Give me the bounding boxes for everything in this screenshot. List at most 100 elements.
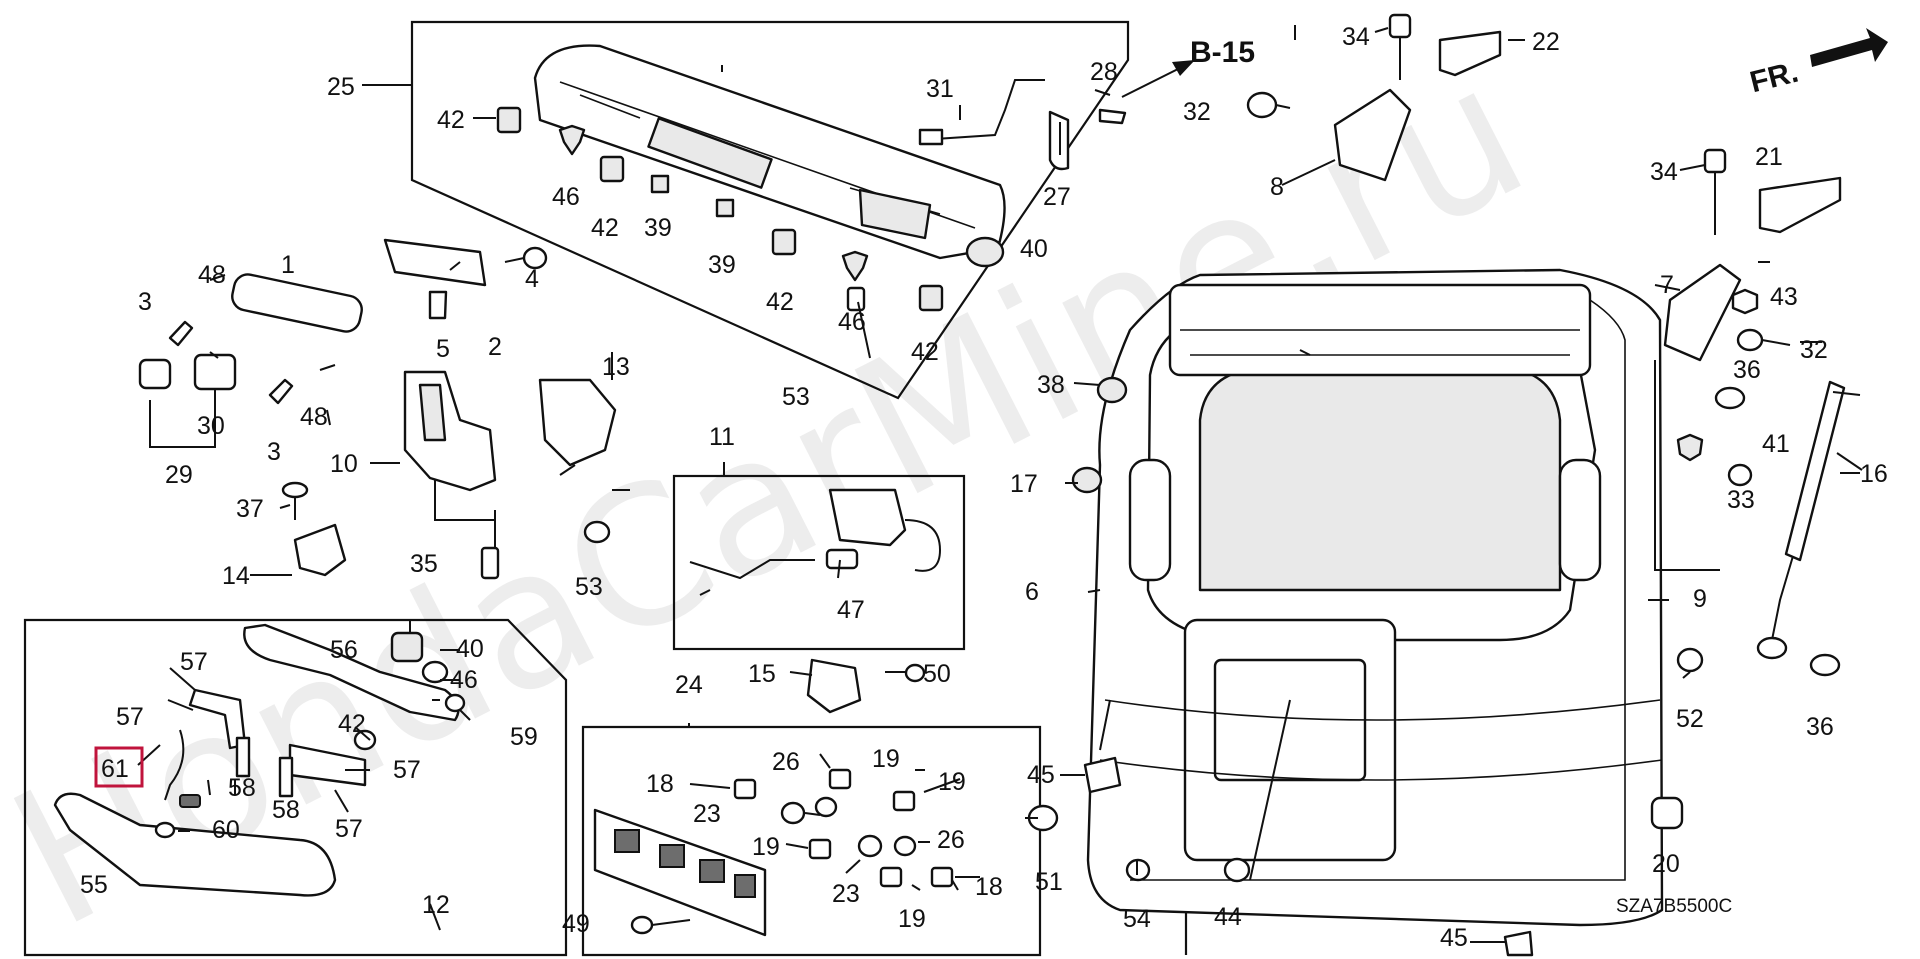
tailgate-assembly (1086, 268, 1664, 927)
callout-50: 50 (923, 660, 951, 688)
callout-16: 16 (1860, 460, 1888, 488)
callout-20: 20 (1652, 850, 1680, 878)
callout-36: 36 (1806, 713, 1834, 741)
callout-57: 57 (116, 703, 144, 731)
callout-43: 43 (1770, 283, 1798, 311)
callout-42: 42 (766, 288, 794, 316)
callout-46: 46 (450, 666, 478, 694)
callout-19: 19 (898, 905, 926, 933)
callout-57: 57 (180, 648, 208, 676)
callout-41: 41 (1762, 430, 1790, 458)
latch-parts (281, 286, 866, 580)
callout-40: 40 (1020, 235, 1048, 263)
group-box-25 (410, 20, 1130, 400)
group-box-24 (581, 725, 1042, 957)
callout-19: 19 (752, 833, 780, 861)
callout-36: 36 (1733, 356, 1761, 384)
garnish-parts (53, 623, 466, 897)
callout-7: 7 (1660, 271, 1674, 299)
callout-47: 47 (837, 596, 865, 624)
callout-3: 3 (138, 288, 152, 316)
callout-27: 27 (1043, 183, 1071, 211)
callout-48: 48 (300, 403, 328, 431)
callout-33: 33 (1727, 486, 1755, 514)
callout-5: 5 (436, 335, 450, 363)
callout-14: 14 (222, 562, 250, 590)
callout-9: 9 (1693, 585, 1707, 613)
callout-13: 13 (602, 353, 630, 381)
callout-46: 46 (552, 183, 580, 211)
callout-19: 19 (938, 768, 966, 796)
callout-6: 6 (1025, 578, 1039, 606)
callout-26: 26 (937, 826, 965, 854)
callout-39: 39 (708, 251, 736, 279)
ref-label-b15: B-15 (1190, 36, 1255, 69)
diagram-code: SZA7B5500C (1616, 896, 1732, 917)
callout-61: 61 (101, 755, 129, 783)
callout-2: 2 (488, 333, 502, 361)
callout-56: 56 (330, 636, 358, 664)
license-plate-parts (593, 768, 954, 937)
callout-12: 12 (422, 891, 450, 919)
callout-32: 32 (1800, 336, 1828, 364)
callout-54: 54 (1123, 905, 1151, 933)
callout-58: 58 (272, 796, 300, 824)
callout-60: 60 (212, 816, 240, 844)
callout-29: 29 (165, 461, 193, 489)
actuator-rod (689, 488, 942, 580)
callout-37: 37 (236, 495, 264, 523)
gas-strut (1714, 380, 1846, 677)
callout-11: 11 (709, 423, 735, 451)
callout-59: 59 (510, 723, 538, 751)
callout-19: 19 (872, 745, 900, 773)
callout-55: 55 (80, 871, 108, 899)
callout-34: 34 (1650, 158, 1678, 186)
callout-35: 35 (410, 550, 438, 578)
callout-1: 1 (281, 251, 295, 279)
callout-22: 22 (1532, 28, 1560, 56)
callout-57: 57 (335, 815, 363, 843)
callout-58: 58 (228, 774, 256, 802)
callout-30: 30 (197, 412, 225, 440)
callout-38: 38 (1037, 371, 1065, 399)
callout-42: 42 (911, 338, 939, 366)
callout-17: 17 (1010, 470, 1038, 498)
callout-42: 42 (338, 710, 366, 738)
callout-8: 8 (1270, 173, 1284, 201)
tailgate-hinges (1246, 13, 1842, 362)
callout-39: 39 (644, 214, 672, 242)
misc-fasteners (806, 376, 1753, 957)
callout-42: 42 (437, 106, 465, 134)
callout-45: 45 (1440, 924, 1468, 952)
callout-51: 51 (1035, 868, 1063, 896)
callout-40: 40 (456, 635, 484, 663)
callout-18: 18 (646, 770, 674, 798)
callout-18: 18 (975, 873, 1003, 901)
callout-4: 4 (525, 265, 539, 293)
callout-53: 53 (782, 383, 810, 411)
group-box-12 (23, 618, 568, 957)
group-box-11 (672, 474, 966, 651)
leader-lines (137, 25, 1863, 943)
callout-3: 3 (267, 438, 281, 466)
callout-31: 31 (926, 75, 954, 103)
callout-52: 52 (1676, 705, 1704, 733)
washer-tube (918, 79, 1127, 171)
callout-42: 42 (591, 214, 619, 242)
callout-48: 48 (198, 261, 226, 289)
callout-57: 57 (393, 756, 421, 784)
front-direction-label: FR. (1747, 56, 1802, 100)
callout-44: 44 (1214, 903, 1242, 931)
callout-49: 49 (562, 910, 590, 938)
callout-46: 46 (838, 308, 866, 336)
callout-53: 53 (575, 573, 603, 601)
callout-26: 26 (772, 748, 800, 776)
callout-32: 32 (1183, 98, 1211, 126)
callout-34: 34 (1342, 23, 1370, 51)
callout-23: 23 (832, 880, 860, 908)
callout-10: 10 (330, 450, 358, 478)
callout-15: 15 (748, 660, 776, 688)
callout-24: 24 (675, 671, 703, 699)
